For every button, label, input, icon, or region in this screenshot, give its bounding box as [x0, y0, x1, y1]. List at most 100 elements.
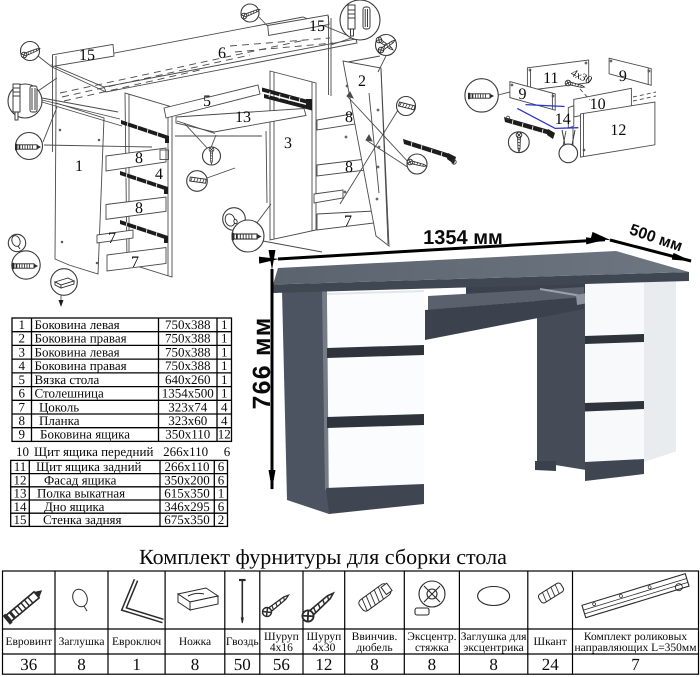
svg-text:14: 14 [14, 499, 28, 514]
svg-text:4: 4 [155, 166, 163, 183]
svg-text:6: 6 [218, 45, 226, 62]
svg-text:56: 56 [273, 655, 290, 674]
svg-text:Евровинт: Евровинт [5, 636, 52, 648]
svg-text:24: 24 [542, 655, 560, 674]
svg-text:14: 14 [555, 111, 571, 128]
svg-text:Шуруп: Шуруп [264, 631, 299, 643]
svg-text:Шкант: Шкант [534, 636, 567, 648]
svg-text:11: 11 [14, 459, 27, 474]
svg-text:350х200: 350х200 [164, 472, 210, 487]
svg-text:615х350: 615х350 [164, 486, 210, 501]
svg-text:7: 7 [108, 230, 116, 247]
svg-text:1: 1 [18, 317, 25, 332]
svg-text:Боковина левая: Боковина левая [35, 344, 120, 359]
svg-text:3: 3 [284, 135, 292, 152]
svg-text:766 мм: 766 мм [248, 317, 276, 410]
svg-text:5: 5 [18, 372, 25, 387]
svg-text:8: 8 [428, 655, 437, 674]
svg-text:8: 8 [18, 413, 25, 428]
svg-text:дюбель: дюбель [356, 642, 392, 654]
svg-text:Комплект роликовых: Комплект роликовых [584, 631, 687, 643]
svg-text:675х350: 675х350 [164, 512, 210, 527]
svg-text:Боковина левая: Боковина левая [35, 317, 120, 332]
svg-text:Фасад ящика: Фасад ящика [44, 472, 117, 487]
svg-text:стяжка: стяжка [415, 642, 449, 654]
svg-text:2: 2 [18, 331, 25, 346]
svg-text:2: 2 [218, 512, 225, 527]
svg-text:7: 7 [344, 213, 352, 230]
svg-text:Стенка задняя: Стенка задняя [43, 512, 122, 527]
svg-text:36: 36 [20, 655, 37, 674]
svg-text:8: 8 [135, 150, 143, 167]
svg-text:6: 6 [218, 472, 225, 487]
svg-text:15: 15 [14, 512, 27, 527]
svg-text:8: 8 [191, 655, 200, 674]
svg-text:Столешница: Столешница [35, 386, 104, 401]
svg-text:1: 1 [221, 344, 228, 359]
svg-text:1354 мм: 1354 мм [423, 227, 503, 249]
svg-text:1: 1 [221, 317, 228, 332]
svg-text:1: 1 [221, 358, 228, 373]
svg-text:750х388: 750х388 [165, 317, 211, 332]
svg-text:Эксцентр.: Эксцентр. [407, 631, 456, 643]
svg-text:750х388: 750х388 [165, 331, 211, 346]
svg-text:4х16: 4х16 [270, 642, 293, 654]
svg-text:Вязка стола: Вязка стола [35, 372, 100, 387]
svg-text:323х74: 323х74 [168, 399, 208, 414]
svg-text:Ножка: Ножка [179, 636, 211, 648]
svg-text:Боковина ящика: Боковина ящика [40, 427, 130, 442]
svg-text:10: 10 [16, 444, 29, 459]
svg-text:7: 7 [131, 254, 139, 271]
svg-text:8: 8 [77, 655, 86, 674]
svg-text:13: 13 [235, 109, 251, 126]
svg-text:7: 7 [631, 655, 640, 674]
svg-text:346х295: 346х295 [164, 499, 210, 514]
svg-text:4: 4 [221, 399, 228, 414]
svg-text:Цоколь: Цоколь [39, 399, 79, 414]
svg-text:Боковина правая: Боковина правая [35, 331, 127, 346]
svg-text:4: 4 [18, 358, 25, 373]
svg-text:5: 5 [203, 93, 211, 110]
svg-text:15: 15 [309, 18, 325, 35]
svg-text:8: 8 [345, 159, 353, 176]
svg-text:8: 8 [489, 655, 498, 674]
svg-text:8: 8 [135, 200, 143, 217]
svg-text:7: 7 [18, 399, 25, 414]
svg-text:1: 1 [132, 655, 141, 674]
svg-text:640х260: 640х260 [165, 372, 211, 387]
svg-text:Комплект фурнитуры для сборки: Комплект фурнитуры для сборки стола [139, 545, 507, 569]
svg-text:эксцентрика: эксцентрика [463, 642, 523, 654]
svg-text:266х110: 266х110 [163, 444, 208, 459]
svg-text:1: 1 [218, 486, 225, 501]
svg-text:4х30: 4х30 [312, 642, 335, 654]
svg-text:6: 6 [224, 444, 231, 459]
svg-text:Планка: Планка [39, 413, 80, 428]
svg-text:12: 12 [610, 122, 626, 139]
svg-text:12: 12 [218, 427, 231, 442]
svg-text:10: 10 [590, 96, 606, 113]
svg-text:1: 1 [75, 158, 83, 175]
svg-text:Щит ящика передний: Щит ящика передний [34, 444, 153, 459]
svg-text:6: 6 [218, 499, 225, 514]
svg-text:50: 50 [234, 655, 251, 674]
svg-text:11: 11 [543, 70, 558, 87]
svg-text:Ввинчив.: Ввинчив. [352, 631, 398, 643]
svg-text:Гвоздь: Гвоздь [226, 636, 259, 648]
svg-text:Заглушка: Заглушка [59, 636, 105, 648]
svg-text:9: 9 [18, 427, 25, 442]
svg-text:9: 9 [619, 68, 627, 85]
svg-text:750х388: 750х388 [165, 344, 211, 359]
svg-text:Шуруп: Шуруп [306, 631, 341, 643]
svg-text:4: 4 [221, 413, 228, 428]
svg-text:6: 6 [18, 386, 25, 401]
svg-text:1: 1 [221, 386, 228, 401]
svg-text:8: 8 [345, 109, 353, 126]
svg-text:1354х500: 1354х500 [162, 386, 214, 401]
svg-text:2: 2 [358, 73, 366, 90]
svg-text:направляющих L=350мм: направляющих L=350мм [575, 642, 698, 654]
svg-text:Евроключ: Евроключ [112, 636, 161, 648]
svg-text:1: 1 [221, 372, 228, 387]
svg-text:Дно ящика: Дно ящика [44, 499, 105, 514]
svg-text:9: 9 [519, 86, 527, 103]
svg-text:266х110: 266х110 [164, 459, 209, 474]
